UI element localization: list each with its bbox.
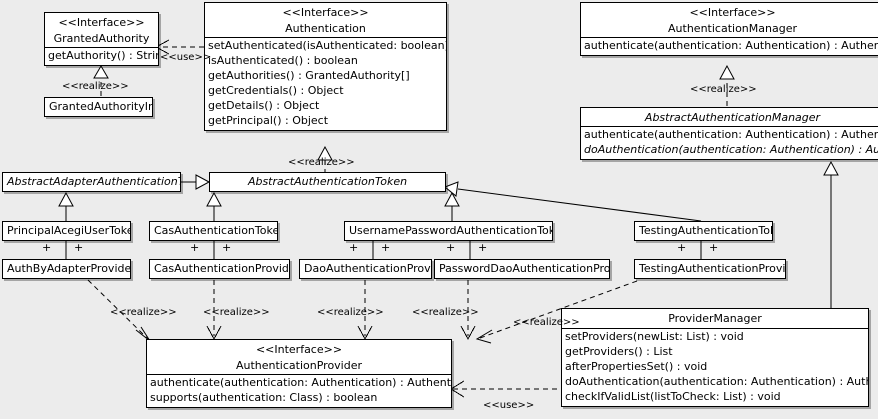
class-header-provider-manager: ProviderManager: [562, 309, 868, 328]
class-box-authentication-provider[interactable]: <<Interface>> AuthenticationProvider aut…: [146, 339, 452, 408]
compartment-divider: [205, 37, 446, 38]
stereotype-label: <<Interface>>: [58, 16, 145, 29]
compartment-divider: [581, 37, 878, 38]
operation-row: getAuthorities() : GrantedAuthority[]: [208, 69, 410, 82]
multiplicity-marker: +: [677, 241, 687, 254]
class-box-testing-authentication-token[interactable]: TestingAuthenticationToken: [634, 221, 773, 241]
compartment-divider: [562, 328, 868, 329]
operation-row: getPrincipal() : Object: [208, 114, 329, 127]
edge-label-use-provider-manager: <<use>>: [483, 400, 535, 411]
class-name-label: AuthenticationManager: [668, 22, 797, 35]
operation-row: checkIfValidList(listToCheck: List) : vo…: [565, 390, 781, 403]
multiplicity-marker: +: [222, 241, 232, 254]
multiplicity-marker: +: [478, 241, 488, 254]
operations-compartment: setProviders(newList: List) : void getPr…: [562, 329, 868, 406]
operation-row: afterPropertiesSet() : void: [565, 360, 708, 373]
operations-compartment: authenticate(authentication: Authenticat…: [147, 375, 451, 407]
class-box-granted-authority-impl[interactable]: GrantedAuthorityImpl: [44, 97, 153, 117]
operation-row: getCredentials() : Object: [208, 84, 344, 97]
edge-label-realize-granted-authority-impl: <<realize>>: [62, 81, 129, 92]
edge-label-realize-cas: <<realize>>: [203, 307, 270, 318]
class-header-abstract-authentication-manager: AbstractAuthenticationManager: [581, 108, 878, 126]
operations-compartment: setAuthenticated(isAuthenticated: boolea…: [205, 38, 446, 130]
class-box-testing-authentication-provider[interactable]: TestingAuthenticationProvider: [634, 259, 786, 279]
operation-row: authenticate(authentication: Authenticat…: [584, 39, 878, 52]
class-box-cas-authentication-provider[interactable]: CasAuthenticationProvider: [149, 259, 290, 279]
stereotype-label: <<Interface>>: [255, 343, 343, 356]
class-header-authentication-manager: <<Interface>> AuthenticationManager: [581, 3, 878, 37]
class-name-label: DaoAuthenticationProvider: [304, 262, 431, 275]
class-name-label: ProviderManager: [668, 312, 762, 325]
operation-row: isAuthenticated() : boolean: [208, 54, 358, 67]
operation-row: supports(authentication: Class) : boolea…: [150, 391, 378, 404]
class-name-label: UsernamePasswordAuthenticationToken: [349, 224, 553, 237]
multiplicity-marker: +: [42, 241, 52, 254]
compartment-divider: [45, 47, 158, 48]
class-name-label: TestingAuthenticationToken: [639, 224, 772, 237]
compartment-divider: [147, 374, 451, 375]
class-box-abstract-adapter-authentication-token[interactable]: AbstractAdapterAuthenticationToken: [2, 172, 181, 192]
multiplicity-marker: +: [446, 241, 456, 254]
class-box-dao-authentication-provider[interactable]: DaoAuthenticationProvider: [299, 259, 432, 279]
operations-compartment: authenticate(authentication: Authenticat…: [581, 127, 878, 159]
operations-compartment: getAuthority() : String: [45, 48, 158, 65]
operation-row-abstract: doAuthentication(authentication: Authent…: [584, 143, 878, 156]
class-header-authentication: <<Interface>> Authentication: [205, 3, 446, 37]
class-header-authentication-provider: <<Interface>> AuthenticationProvider: [147, 340, 451, 374]
edge-label-realize-dao: <<realize>>: [317, 307, 384, 318]
class-name-label: Authentication: [285, 22, 366, 35]
class-name-label: TestingAuthenticationProvider: [639, 262, 786, 275]
class-box-auth-by-adapter-provider[interactable]: AuthByAdapterProvider: [2, 259, 131, 279]
operation-row: doAuthentication(authentication: Authent…: [565, 375, 868, 388]
multiplicity-marker: +: [349, 241, 359, 254]
class-box-abstract-authentication-manager[interactable]: AbstractAuthenticationManager authentica…: [580, 107, 878, 160]
class-name-label: AbstractAdapterAuthenticationToken: [7, 175, 180, 188]
operation-row: setAuthenticated(isAuthenticated: boolea…: [208, 39, 447, 52]
class-name-label: CasAuthenticationToken: [154, 224, 278, 237]
edge-label-realize-password-dao: <<realize>>: [412, 307, 479, 318]
class-name-label: AbstractAuthenticationManager: [644, 111, 821, 124]
class-name-label: GrantedAuthorityImpl: [49, 100, 152, 113]
class-name-label: PrincipalAcegiUserToken: [7, 224, 131, 237]
class-box-granted-authority[interactable]: <<Interface>> GrantedAuthority getAuthor…: [44, 12, 159, 66]
operation-row: authenticate(authentication: Authenticat…: [584, 128, 878, 141]
operation-row: getProviders() : List: [565, 345, 673, 358]
class-box-cas-authentication-token[interactable]: CasAuthenticationToken: [149, 221, 278, 241]
multiplicity-marker: +: [381, 241, 391, 254]
class-box-abstract-authentication-token[interactable]: AbstractAuthenticationToken: [209, 172, 446, 192]
class-box-authentication-manager[interactable]: <<Interface>> AuthenticationManager auth…: [580, 2, 878, 56]
class-name-label: AuthenticationProvider: [235, 359, 363, 372]
class-box-username-password-authentication-token[interactable]: UsernamePasswordAuthenticationToken: [344, 221, 553, 241]
class-box-principal-acegi-user-token[interactable]: PrincipalAcegiUserToken: [2, 221, 131, 241]
operation-row: getAuthority() : String: [48, 49, 159, 62]
edge-label-realize-testing: <<realize>>: [513, 317, 580, 328]
compartment-divider: [581, 126, 878, 127]
class-header-granted-authority: <<Interface>> GrantedAuthority: [45, 13, 158, 47]
stereotype-label: <<Interface>>: [689, 6, 776, 19]
class-name-label: GrantedAuthority: [53, 32, 150, 45]
multiplicity-marker: +: [709, 241, 719, 254]
edge-label-realize-abstract-authentication-token: <<realize>>: [288, 157, 355, 168]
class-box-password-dao-authentication-provider[interactable]: PasswordDaoAuthenticationProvider: [434, 259, 610, 279]
class-name-label: AbstractAuthenticationToken: [247, 175, 408, 188]
class-box-authentication[interactable]: <<Interface>> Authentication setAuthenti…: [204, 2, 447, 131]
operations-compartment: authenticate(authentication: Authenticat…: [581, 38, 878, 55]
operation-row: setProviders(newList: List) : void: [565, 330, 744, 343]
edge-label-realize-auth-by-adapter: <<realize>>: [110, 307, 177, 318]
class-name-label: AuthByAdapterProvider: [7, 262, 131, 275]
operation-row: getDetails() : Object: [208, 99, 320, 112]
stereotype-label: <<Interface>>: [282, 6, 369, 19]
class-name-label: PasswordDaoAuthenticationProvider: [439, 262, 610, 275]
edge-label-realize-abstract-authentication-manager: <<realize>>: [690, 84, 757, 95]
operation-row: authenticate(authentication: Authenticat…: [150, 376, 452, 389]
multiplicity-marker: +: [74, 241, 84, 254]
class-box-provider-manager[interactable]: ProviderManager setProviders(newList: Li…: [561, 308, 869, 407]
edge-label-use-authentication-granted-authority: <<use>>: [160, 52, 212, 63]
multiplicity-marker: +: [190, 241, 200, 254]
class-name-label: CasAuthenticationProvider: [154, 262, 290, 275]
